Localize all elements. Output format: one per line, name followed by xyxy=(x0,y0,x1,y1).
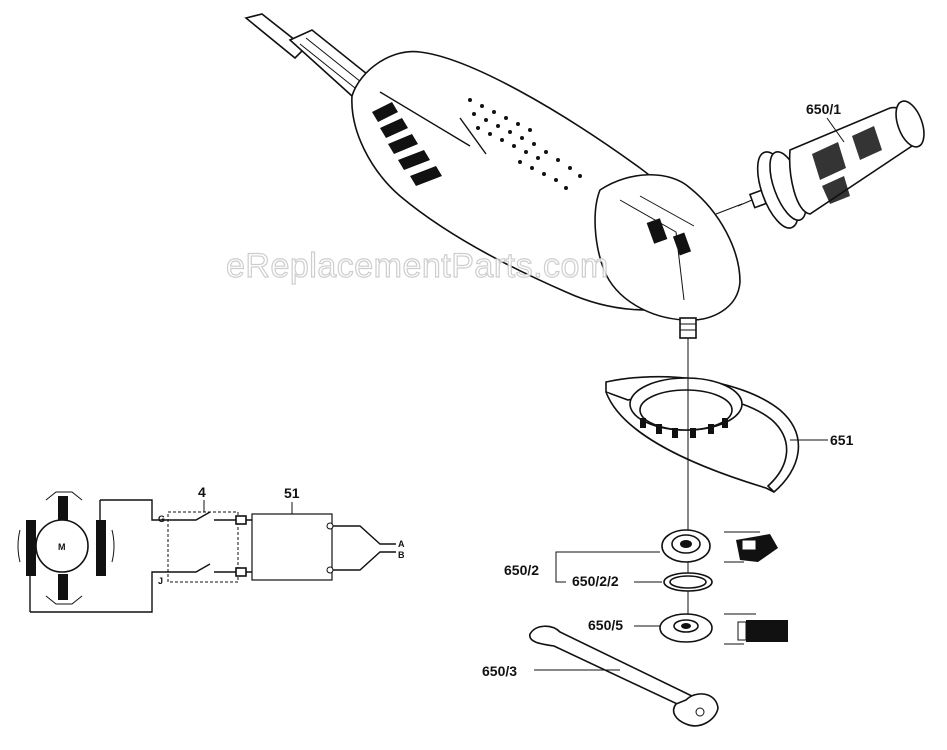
label-651: 651 xyxy=(830,432,854,448)
angle-grinder-body xyxy=(244,13,743,339)
clamp-nut xyxy=(659,613,713,643)
wheel-guard xyxy=(605,375,800,494)
terminal-g: G xyxy=(158,514,165,524)
oring-bracket xyxy=(555,570,566,583)
watermark-text: eReplacementParts.com xyxy=(226,247,609,285)
label-filter-51: 51 xyxy=(284,485,300,501)
terminal-b: B xyxy=(398,550,405,560)
spanner-wrench xyxy=(529,625,719,727)
switch-box xyxy=(167,511,239,583)
grip-texture xyxy=(468,98,582,190)
oring xyxy=(663,572,713,592)
label-switch-4: 4 xyxy=(198,484,206,500)
terminal-a: A xyxy=(398,539,405,549)
label-650-2-2: 650/2/2 xyxy=(572,573,619,589)
auxiliary-handle xyxy=(737,100,925,229)
rear-vents xyxy=(372,102,442,186)
filter-box xyxy=(251,513,333,581)
label-650-5: 650/5 xyxy=(588,617,623,633)
terminal-j: J xyxy=(158,576,163,586)
label-650-1: 650/1 xyxy=(806,101,841,117)
mounting-flange xyxy=(661,529,711,563)
flange-bracket xyxy=(555,551,660,570)
flange-section-view xyxy=(724,531,778,563)
clamp-nut-section-view xyxy=(724,613,788,645)
motor-label: M xyxy=(58,542,66,552)
handle-texture xyxy=(812,126,882,204)
label-650-2: 650/2 xyxy=(504,562,539,578)
wiring-schematic: M G J 4 51 A B xyxy=(17,484,405,613)
label-650-3: 650/3 xyxy=(482,663,517,679)
grip-leader xyxy=(826,117,845,143)
